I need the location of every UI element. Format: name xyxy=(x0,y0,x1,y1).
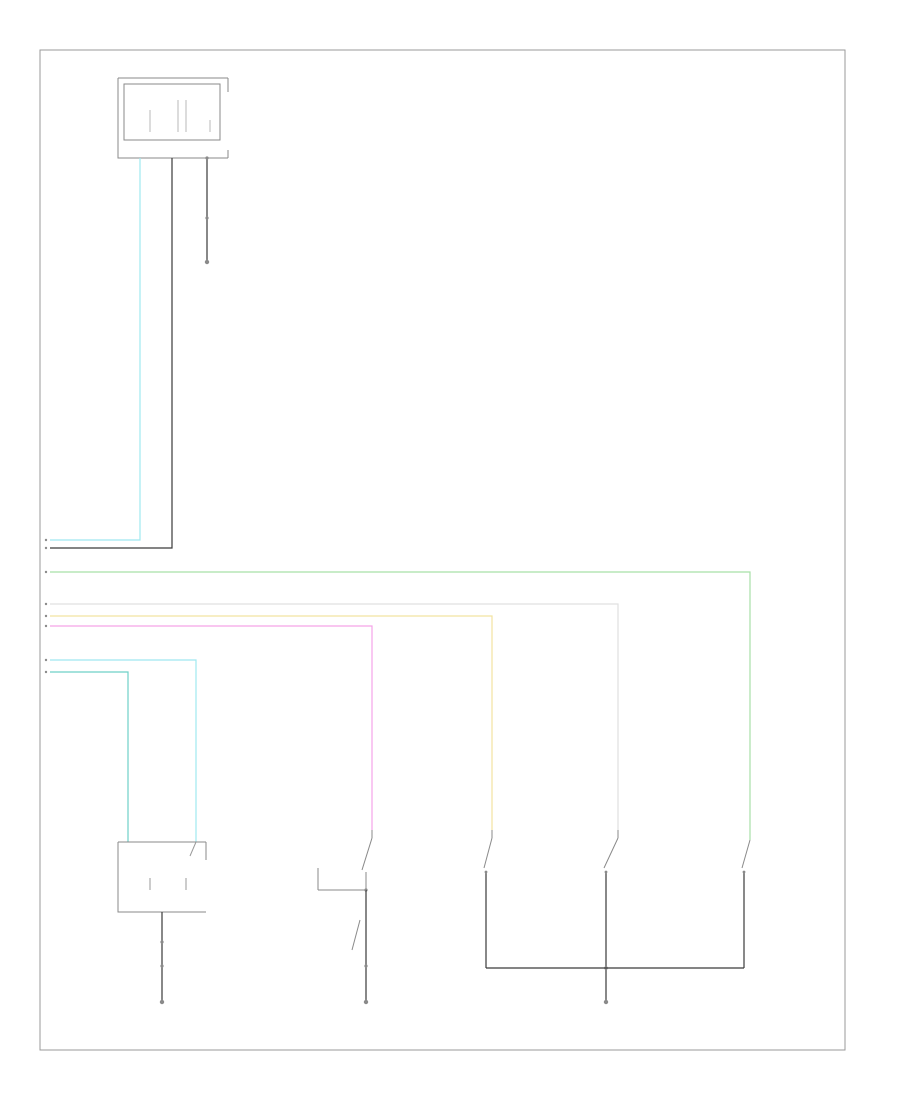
diagram-frame xyxy=(39,49,846,1051)
wire-teal xyxy=(50,671,129,842)
wire-lower-light-blue xyxy=(50,659,197,842)
switch-2 xyxy=(483,830,493,968)
wire-yellow xyxy=(50,615,493,830)
switch-4 xyxy=(741,839,751,968)
left-connector-ticks xyxy=(44,538,48,674)
ground-left xyxy=(159,912,165,1005)
lower-left-module xyxy=(117,841,207,913)
wire-light-green xyxy=(50,571,751,840)
wire-pink xyxy=(50,625,373,830)
top-module xyxy=(117,77,229,159)
ground-top xyxy=(204,156,210,265)
wire-top-black xyxy=(50,158,173,549)
switch-1 xyxy=(317,830,373,1005)
wire-top-light-blue xyxy=(50,158,141,541)
switch-3 xyxy=(603,830,619,1005)
wire-white xyxy=(50,603,619,830)
